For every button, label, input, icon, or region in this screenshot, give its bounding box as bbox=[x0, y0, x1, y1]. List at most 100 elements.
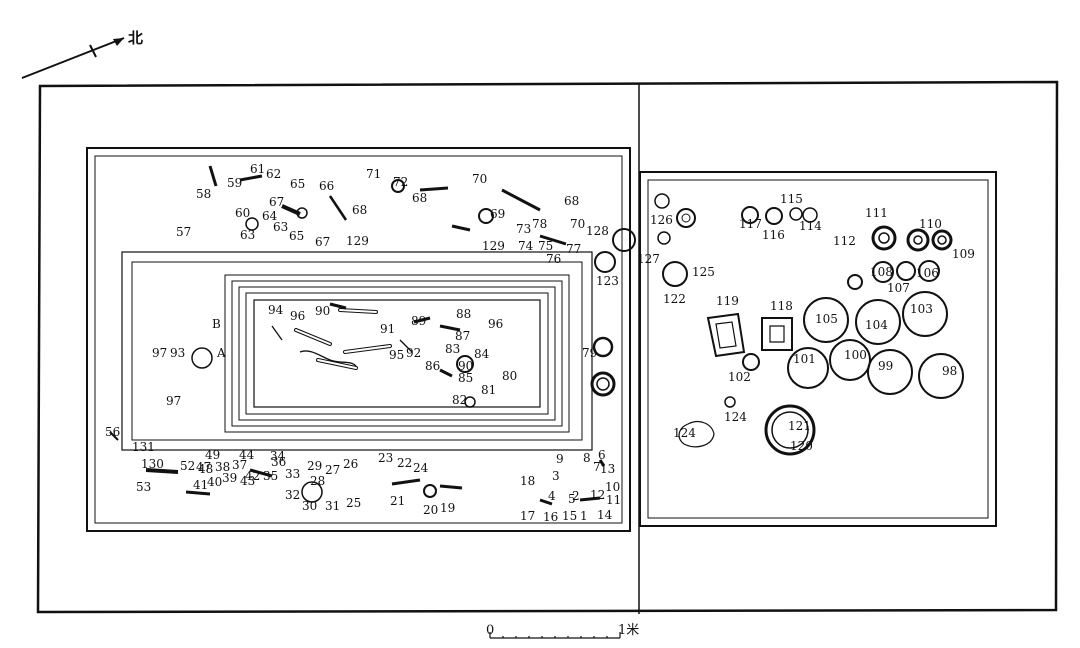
object-number-label: 48 bbox=[198, 462, 213, 476]
north-arrow bbox=[21, 37, 125, 79]
object-number-label: 37 bbox=[232, 458, 247, 472]
object-number-label: 61 bbox=[250, 162, 265, 176]
object-number-label: 89 bbox=[411, 314, 426, 328]
object-number-label: 66 bbox=[319, 179, 334, 193]
object-number-label: 97 bbox=[166, 394, 181, 408]
object-number-label: 65 bbox=[290, 177, 305, 191]
object-number-label: 109 bbox=[952, 247, 975, 261]
object-number-label: 72 bbox=[393, 175, 408, 189]
object-number-label: 29 bbox=[307, 459, 322, 473]
inner-coffins bbox=[224, 274, 570, 433]
object-number-label: 75 bbox=[538, 239, 553, 253]
human-remains bbox=[271, 308, 413, 370]
object-number-label: 5 bbox=[568, 492, 576, 506]
object-number-label: 119 bbox=[716, 294, 739, 308]
object-number-label: 36 bbox=[271, 455, 286, 469]
scale-bar bbox=[489, 632, 621, 639]
object-number-label: 90 bbox=[458, 359, 473, 373]
object-number-label: 86 bbox=[425, 359, 440, 373]
object-number-label: 62 bbox=[266, 167, 281, 181]
vessel-circles bbox=[191, 179, 964, 503]
object-number-label: 78 bbox=[532, 217, 547, 231]
object-number-label: 8 bbox=[583, 451, 591, 465]
north-label: 北 bbox=[128, 29, 143, 47]
object-number-label: 105 bbox=[815, 312, 838, 326]
object-number-label: 104 bbox=[865, 318, 888, 332]
scale-start-label: 0 bbox=[486, 623, 494, 638]
object-number-label: 123 bbox=[596, 274, 619, 288]
right-chamber bbox=[639, 171, 997, 527]
object-number-label: 67 bbox=[315, 235, 330, 249]
object-number-label: 17 bbox=[520, 509, 535, 523]
object-number-label: 7 bbox=[593, 460, 601, 474]
object-number-label: 111 bbox=[865, 206, 888, 220]
object-number-label: 90 bbox=[315, 304, 330, 318]
object-number-label: 57 bbox=[176, 225, 191, 239]
object-number-label: 95 bbox=[389, 348, 404, 362]
object-number-label: 4 bbox=[548, 489, 556, 503]
object-number-label: 87 bbox=[455, 329, 470, 343]
object-number-label: 68 bbox=[412, 191, 427, 205]
object-number-label: 85 bbox=[458, 371, 473, 385]
object-number-label: 47 bbox=[196, 460, 211, 474]
object-number-label: 64 bbox=[262, 209, 278, 223]
object-number-label: 23 bbox=[378, 451, 393, 465]
object-number-label: 60 bbox=[235, 206, 250, 220]
left-chamber bbox=[86, 147, 631, 532]
object-number-label: 12 bbox=[590, 488, 605, 502]
object-number-label: 99 bbox=[878, 359, 893, 373]
object-number-label: 101 bbox=[793, 352, 816, 366]
object-number-label: 16 bbox=[543, 510, 558, 524]
object-number-label: 115 bbox=[780, 192, 803, 206]
object-number-label: 27 bbox=[325, 463, 340, 477]
scattered-goods bbox=[109, 165, 606, 506]
object-number-label: 74 bbox=[518, 239, 534, 253]
object-number-label: 73 bbox=[516, 222, 531, 236]
object-number-label: 9 bbox=[556, 452, 564, 466]
object-number-label: 129 bbox=[482, 239, 505, 253]
object-number-label: 35 bbox=[263, 469, 278, 483]
object-number-label: 107 bbox=[887, 281, 910, 295]
object-number-label: 28 bbox=[310, 474, 325, 488]
object-number-label: 40 bbox=[207, 475, 222, 489]
object-number-label: 32 bbox=[285, 488, 300, 502]
object-number-label: 114 bbox=[799, 219, 822, 233]
object-number-label: 18 bbox=[520, 474, 535, 488]
object-number-label: 34 bbox=[270, 449, 286, 463]
object-number-label: B bbox=[212, 317, 221, 331]
object-number-label: 103 bbox=[910, 302, 933, 316]
object-number-label: 26 bbox=[343, 457, 358, 471]
object-number-label: 82 bbox=[452, 393, 467, 407]
object-number-label: 102 bbox=[728, 370, 751, 384]
object-number-label: 70 bbox=[570, 217, 585, 231]
object-number-label: 96 bbox=[290, 309, 305, 323]
object-number-label: 125 bbox=[692, 265, 715, 279]
object-number-label: 76 bbox=[546, 252, 561, 266]
object-number-label: 15 bbox=[562, 509, 577, 523]
object-number-label: A bbox=[216, 346, 226, 360]
frame-objects bbox=[678, 312, 793, 448]
object-number-label: 70 bbox=[472, 172, 487, 186]
object-number-label: 131 bbox=[132, 440, 155, 454]
object-number-label: 118 bbox=[770, 299, 793, 313]
object-number-label: 67 bbox=[269, 195, 284, 209]
object-number-label: 93 bbox=[170, 346, 185, 360]
object-number-label: 42 bbox=[245, 469, 260, 483]
object-number-label: 127 bbox=[637, 252, 660, 266]
object-number-label: 110 bbox=[919, 217, 942, 231]
object-number-label: 94 bbox=[268, 303, 284, 317]
object-number-label: 96 bbox=[488, 317, 503, 331]
object-number-label: 65 bbox=[289, 229, 304, 243]
object-number-label: 116 bbox=[762, 228, 785, 242]
object-number-label: 44 bbox=[239, 448, 255, 462]
object-number-label: 108 bbox=[870, 265, 893, 279]
object-number-label: 79 bbox=[582, 346, 597, 360]
object-number-label: 21 bbox=[390, 494, 405, 508]
object-number-label: 128 bbox=[586, 224, 609, 238]
object-number-label: 81 bbox=[481, 383, 496, 397]
object-number-label: 84 bbox=[474, 347, 490, 361]
object-number-label: 1 bbox=[580, 509, 588, 523]
object-number-label: 71 bbox=[366, 167, 381, 181]
object-number-label: 63 bbox=[273, 220, 288, 234]
